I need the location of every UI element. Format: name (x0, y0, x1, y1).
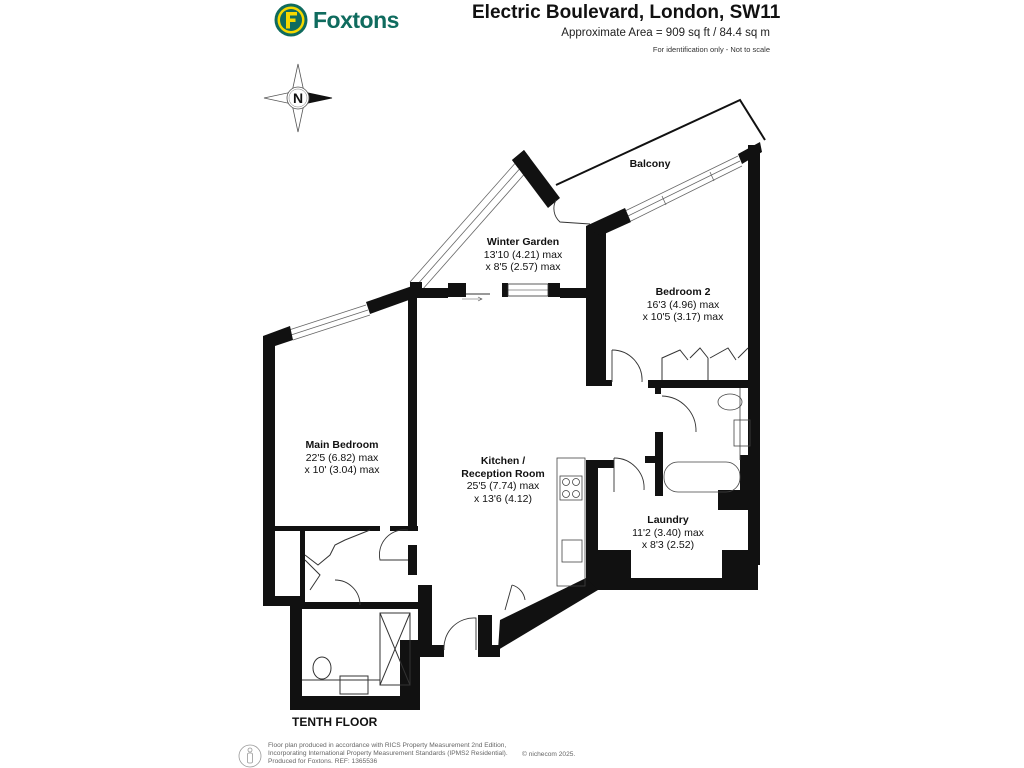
room-name: Main Bedroom (305, 439, 379, 451)
scale-note: For identification only - Not to scale (652, 45, 770, 54)
room-dimension: 16'3 (4.96) max (646, 298, 720, 311)
footer-line: Produced for Foxtons. REF: 1365536 (268, 758, 378, 766)
floor-label: TENTH FLOOR (292, 715, 378, 729)
bedroom2-wardrobes (661, 347, 749, 380)
room-bedroom-2: Bedroom 2 16'3 (4.96) max x 10'5 (3.17) … (618, 286, 748, 324)
north-arrow-compass-icon: N (263, 63, 333, 133)
foxtons-badge-icon (274, 3, 308, 37)
bathroom-fixtures (663, 388, 751, 493)
room-dimension: x 8'3 (2.52) (641, 539, 695, 551)
room-laundry: Laundry 11'2 (3.40) max x 8'3 (2.52) (610, 514, 726, 552)
room-dimension: 25'5 (7.74) max (466, 480, 540, 492)
room-name: Laundry (647, 514, 689, 526)
room-dimension: x 8'5 (2.57) max (485, 261, 561, 273)
room-balcony: Balcony (608, 158, 692, 171)
room-dimension: x 10' (3.04) max (304, 464, 380, 476)
copyright: © nichecom 2025. (522, 751, 576, 758)
footer-line: Floor plan produced in accordance with R… (268, 742, 507, 749)
foxtons-logo: Foxtons (274, 3, 399, 37)
main-bedroom-glazing (288, 304, 371, 341)
room-dimension: 11'2 (3.40) max (632, 526, 704, 539)
balcony-outline (555, 98, 766, 186)
walls (263, 142, 762, 710)
room-dimension: 13'10 (4.21) max (483, 248, 563, 261)
room-dimension: 22'5 (6.82) max (305, 451, 379, 464)
winter-garden-glazing (409, 159, 529, 291)
brand-name: Foxtons (313, 6, 399, 33)
room-name: Kitchen / (480, 455, 526, 467)
room-kitchen-reception: Kitchen / Reception Room 25'5 (7.74) max… (448, 455, 558, 505)
room-name: Winter Garden (486, 236, 560, 248)
approximate-area: Approximate Area = 909 sq ft / 84.4 sq m (561, 27, 770, 39)
room-name: Balcony (629, 158, 671, 170)
bedroom2-glazing (624, 155, 743, 222)
footer-disclaimer: Floor plan produced in accordance with R… (268, 742, 508, 767)
compass-n-label: N (293, 90, 303, 106)
room-main-bedroom: Main Bedroom 22'5 (6.82) max x 10' (3.04… (282, 439, 402, 477)
rics-person-icon (238, 744, 262, 768)
door-swings (334, 199, 697, 651)
sliding-door (462, 283, 549, 302)
footer-line: Incorporating International Property Mea… (268, 750, 508, 758)
room-name-line2: Reception Room (461, 467, 545, 480)
room-name: Bedroom 2 (655, 286, 711, 298)
kitchen-units (556, 457, 586, 587)
room-dimension: x 10'5 (3.17) max (642, 311, 724, 323)
ensuite-fixtures (302, 529, 411, 695)
property-title: Electric Boulevard, London, SW11 (472, 2, 781, 23)
room-winter-garden: Winter Garden 13'10 (4.21) max x 8'5 (2.… (458, 236, 588, 274)
room-dimension: x 13'6 (4.12) (473, 492, 533, 505)
